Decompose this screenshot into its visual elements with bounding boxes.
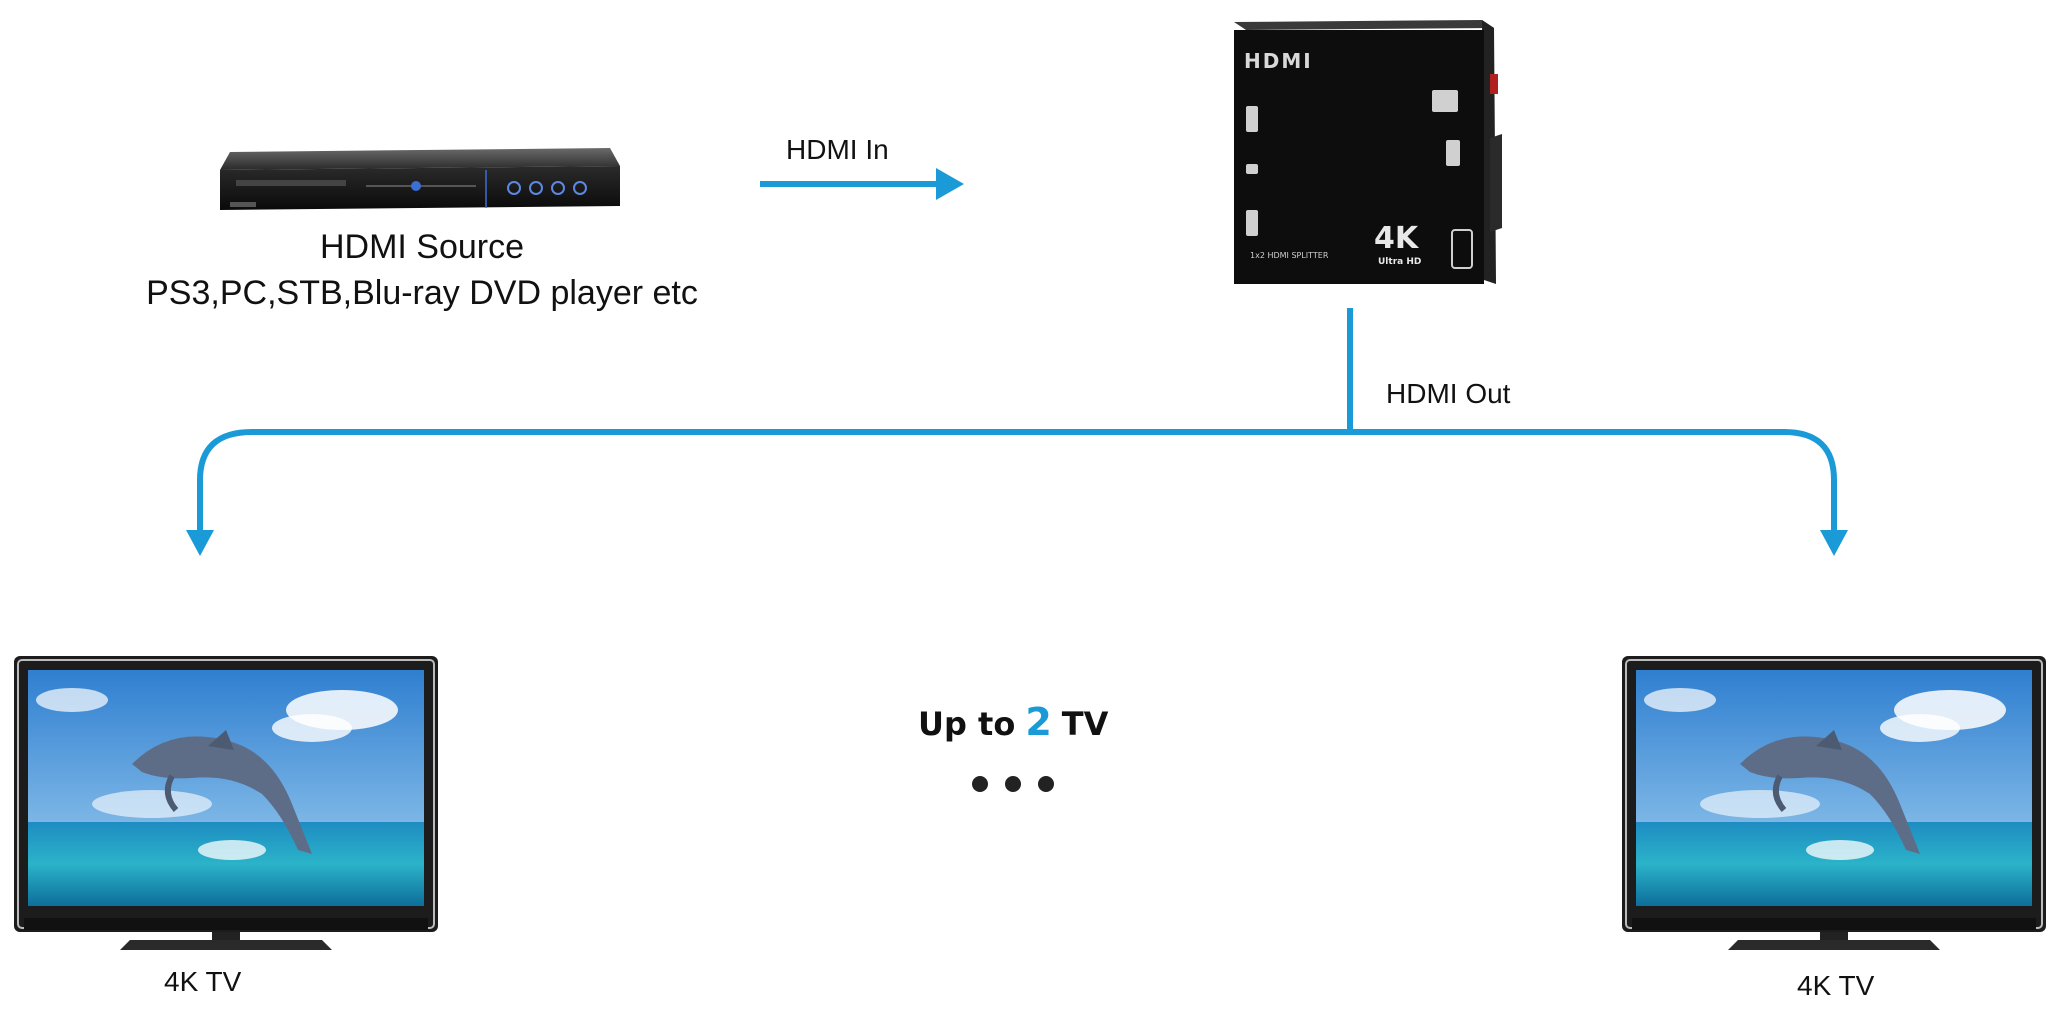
splitter-badge-text: 4K [1374, 221, 1420, 256]
arrow-down-left-icon [186, 530, 214, 556]
hdmi-out-label: HDMI Out [1386, 378, 1511, 409]
ellipsis-dots-icon [972, 776, 1054, 792]
splitter-brand-text: HDMI [1244, 49, 1313, 73]
arrow-down-right-icon [1820, 530, 1848, 556]
tv-right-label: 4K TV [1797, 970, 1875, 1001]
hdmi-splitter-image: HDMI 4K Ultra HD 1x2 HDMI SPLITTER [1234, 20, 1502, 284]
bluray-player-image [220, 148, 620, 210]
source-title: HDMI Source [319, 228, 525, 266]
splitter-badge-sub: Ultra HD [1378, 257, 1421, 267]
caption-prefix: Up to [918, 705, 1016, 743]
tv-right-image [1622, 656, 2046, 950]
caption-suffix: TV [1061, 705, 1109, 743]
hdmi-out-branch [197, 429, 1837, 532]
source-description: PS3,PC,STB,Blu-ray DVD player etc [146, 274, 698, 312]
tv-left-label: 4K TV [164, 966, 242, 997]
tv-left-image [14, 656, 438, 950]
hdmi-in-label: HDMI In [786, 134, 889, 165]
arrow-right-icon [936, 168, 964, 200]
caption-count: 2 [1025, 700, 1052, 744]
splitter-model-text: 1x2 HDMI SPLITTER [1250, 251, 1329, 260]
